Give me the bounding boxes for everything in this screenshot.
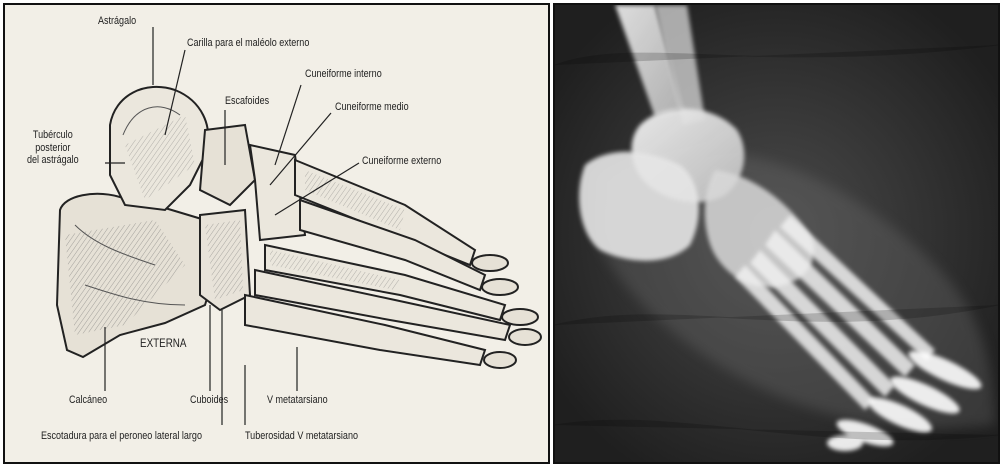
label-cuneiforme-medio: Cuneiforme medio: [335, 101, 409, 114]
label-tuberosidad-v-metatarsiano: Tuberosidad V metatarsiano: [245, 430, 358, 443]
label-calcaneo: Calcáneo: [69, 394, 107, 407]
label-cuneiforme-externo: Cuneiforme externo: [362, 155, 441, 168]
label-cuboides: Cuboides: [190, 394, 228, 407]
xray-panel: [553, 3, 1000, 464]
label-carilla-maleolo: Carilla para el maléolo externo: [187, 37, 309, 50]
label-v-metatarsiano: V metatarsiano: [267, 394, 328, 407]
label-tuberculo-astragalo: Tubérculo posterior del astrágalo: [27, 129, 79, 167]
label-externa: EXTERNA: [140, 337, 186, 351]
label-astragalo: Astrágalo: [98, 15, 136, 28]
navicular-bone: [200, 125, 255, 205]
label-escafoides: Escafoides: [225, 95, 269, 108]
label-cuneiforme-interno: Cuneiforme interno: [305, 68, 382, 81]
anatomy-drawing-panel: Astrágalo Carilla para el maléolo extern…: [3, 3, 550, 464]
label-escotadura-peroneo: Escotadura para el peroneo lateral largo: [41, 430, 202, 443]
foot-xray-image: [555, 5, 998, 462]
